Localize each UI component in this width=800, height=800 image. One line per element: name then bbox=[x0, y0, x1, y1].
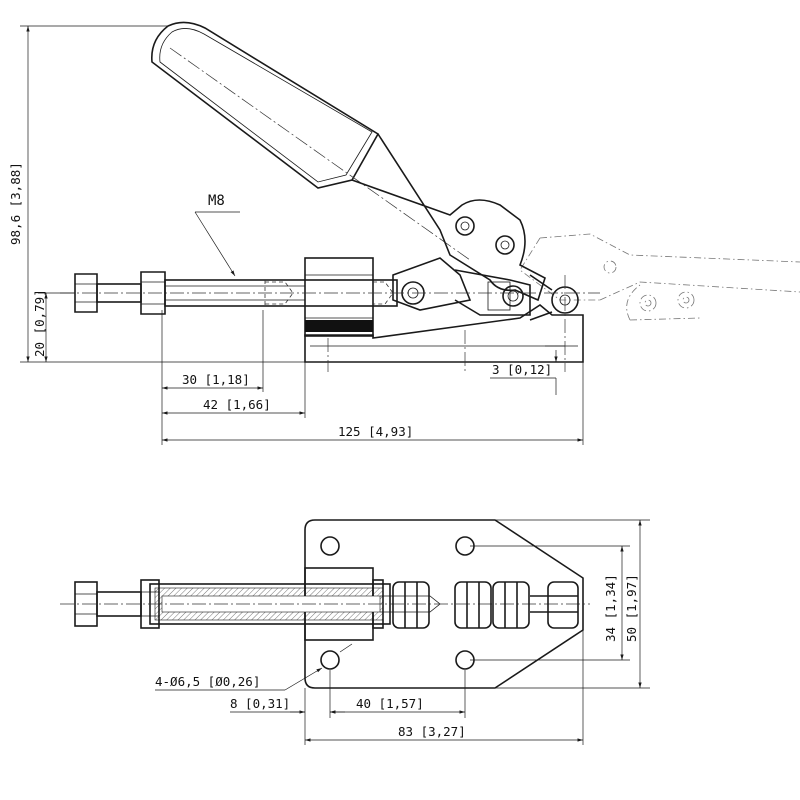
dim-40-label: 40 [1,57] bbox=[356, 696, 424, 711]
dim-30-label: 30 [1,18] bbox=[182, 372, 250, 387]
spindle-top bbox=[74, 579, 160, 629]
link-arm bbox=[392, 257, 579, 321]
thread-callout: M8 bbox=[194, 193, 240, 277]
spindle bbox=[74, 271, 166, 315]
dim-holes: 4-Ø6,5 [Ø0,26] bbox=[155, 643, 353, 691]
thread-label: M8 bbox=[208, 193, 225, 209]
guide-block bbox=[304, 257, 374, 337]
dim-vertical-top: 34 [1,34] 50 [1,97] bbox=[470, 519, 650, 689]
handle-arm bbox=[351, 133, 546, 302]
dim-total-height: 98,6 [3,88] bbox=[8, 25, 305, 363]
dim-8-label: 8 [0,31] bbox=[230, 696, 290, 711]
dim-125-label: 125 [4,93] bbox=[338, 424, 413, 439]
linkage-top bbox=[392, 581, 579, 629]
phantom-handle bbox=[519, 233, 800, 321]
dim-34-label: 34 [1,34] bbox=[603, 574, 618, 642]
dim-base-height: 20 [0,79] bbox=[32, 289, 75, 362]
dim-base-height-label: 20 [0,79] bbox=[32, 289, 47, 357]
dim-3-label: 3 [0,12] bbox=[492, 362, 552, 377]
dim-horizontal-top: 8 [0,31] 40 [1,57] 83 [3,27] bbox=[230, 630, 584, 745]
dim-total-height-label: 98,6 [3,88] bbox=[8, 162, 23, 245]
dim-holes-label: 4-Ø6,5 [Ø0,26] bbox=[155, 674, 260, 689]
dim-3: 3 [0,12] bbox=[490, 345, 565, 395]
dim-50-label: 50 [1,97] bbox=[624, 574, 639, 642]
dim-42-label: 42 [1,66] bbox=[203, 397, 271, 412]
dim-horizontal-side: 30 [1,18] 42 [1,66] 125 [4,93] bbox=[161, 310, 584, 445]
dim-83-label: 83 [3,27] bbox=[398, 724, 466, 739]
plunger-top bbox=[60, 583, 590, 625]
handle-grip bbox=[151, 21, 471, 261]
top-view: 34 [1,34] 50 [1,97] 4-Ø6,5 [Ø0,26] 8 [0,… bbox=[60, 519, 650, 745]
side-view: 98,6 [3,88] 20 [0,79] M8 30 [1,18] 42 [1… bbox=[8, 21, 800, 445]
